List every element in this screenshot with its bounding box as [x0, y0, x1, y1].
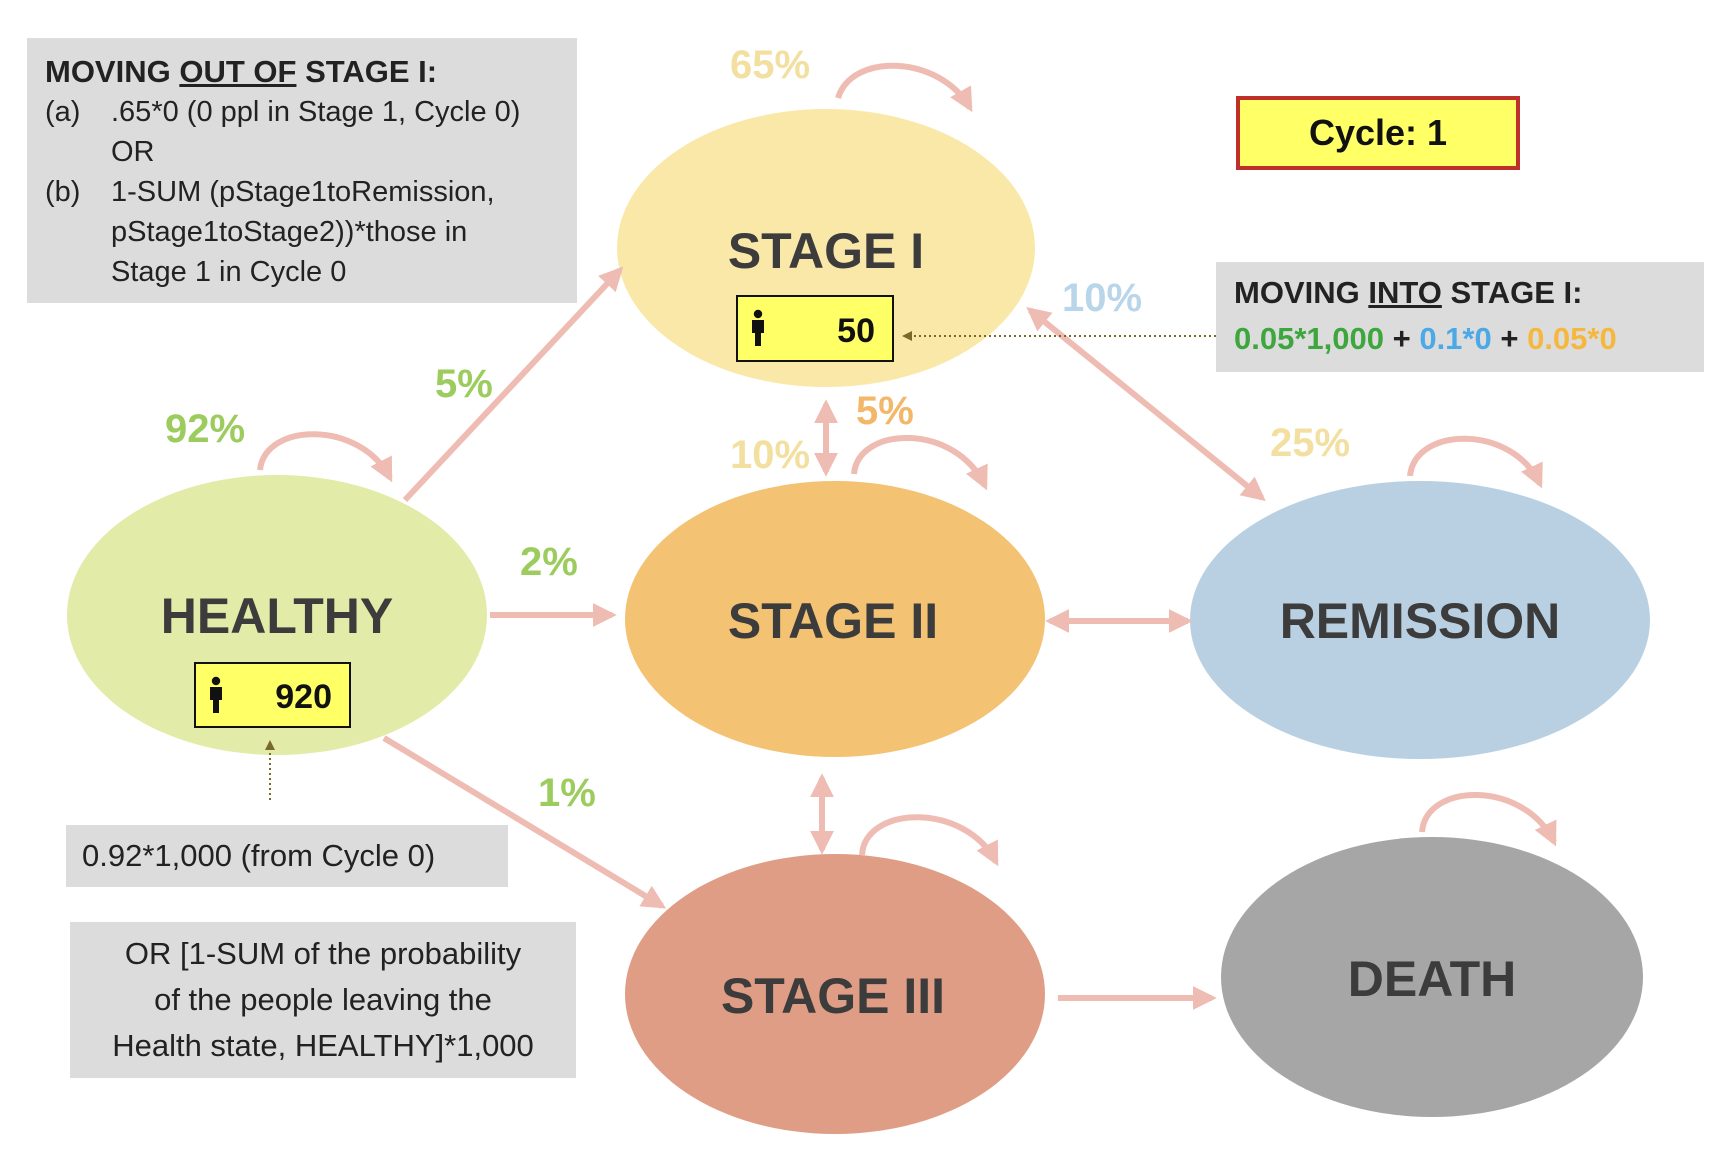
option-b-text-2: pStage1toStage2))*those in [111, 216, 468, 248]
prob-healthy-to-stage3: 1% [538, 771, 596, 815]
stage1-label: STAGE I [728, 223, 924, 279]
healthy-alt-formula-note: OR [1-SUM of the probability of the peop… [70, 922, 576, 1078]
prob-healthy-stay: 92% [165, 407, 245, 451]
alt-line-3: Health state, HEALTHY]*1,000 [112, 1028, 534, 1063]
loop-stage1 [835, 62, 973, 113]
healthy-label: HEALTHY [161, 588, 393, 644]
loop-death [1419, 791, 1557, 847]
loop-stage3 [859, 814, 999, 867]
moving-out-title: MOVING OUT OF STAGE I: [45, 54, 438, 89]
alt-line-2: of the people leaving the [154, 982, 492, 1017]
prob-healthy-to-stage2: 2% [520, 540, 578, 584]
healthy-count: 920 [275, 678, 332, 716]
moving-into-formula: 0.05*1,000 + 0.1*0 + 0.05*0 [1234, 321, 1617, 356]
stage2-node [625, 481, 1045, 757]
stage1-count-box: 50 [736, 295, 894, 362]
arrow-healthy-to-stage3 [382, 735, 667, 909]
cycle-indicator: Cycle: 1 [1236, 96, 1520, 170]
stage3-label: STAGE III [721, 968, 945, 1024]
loop-stage2 [851, 434, 988, 491]
arrow-stage1-remission [1026, 306, 1266, 502]
option-b-text-3: Stage 1 in Cycle 0 [111, 256, 347, 288]
moving-into-note: MOVING INTO STAGE I: 0.05*1,000 + 0.1*0 … [1216, 262, 1704, 372]
moving-out-note: MOVING OUT OF STAGE I: (a) .65*0 (0 ppl i… [27, 38, 577, 303]
stage2-label: STAGE II [728, 593, 938, 649]
remission-node [1190, 481, 1650, 759]
prob-stage1-stay: 65% [730, 43, 810, 87]
prob-remission-stay: 25% [1270, 421, 1350, 465]
death-node [1221, 837, 1643, 1117]
healthy-count-box: 920 [194, 662, 351, 728]
stage1-node [617, 109, 1035, 387]
option-b-label: (b) [45, 176, 81, 208]
healthy-node [67, 475, 487, 755]
option-b-text-1: 1-SUM (pStage1toRemission, [111, 176, 495, 208]
option-a-label: (a) [45, 96, 81, 128]
prob-stage1-to-stage2: 5% [856, 389, 914, 433]
loop-remission [1407, 435, 1543, 489]
prob-healthy-to-stage1: 5% [435, 362, 493, 406]
stage1-count: 50 [837, 312, 875, 350]
arrow-healthy-to-stage1 [402, 266, 624, 503]
loop-healthy [257, 431, 393, 483]
moving-into-title: MOVING INTO STAGE I: [1234, 275, 1583, 310]
prob-remission-to-stage1: 10% [1062, 276, 1142, 320]
option-a-or: OR [111, 136, 155, 168]
healthy-formula-note: 0.92*1,000 (from Cycle 0) [66, 825, 508, 887]
death-label: DEATH [1348, 951, 1517, 1007]
alt-line-1: OR [1-SUM of the probability [124, 936, 522, 971]
option-a-text: .65*0 (0 ppl in Stage 1, Cycle 0) [111, 96, 521, 128]
remission-label: REMISSION [1280, 593, 1561, 649]
stage3-node [625, 854, 1045, 1134]
prob-stage2-to-stage1: 10% [730, 433, 810, 477]
